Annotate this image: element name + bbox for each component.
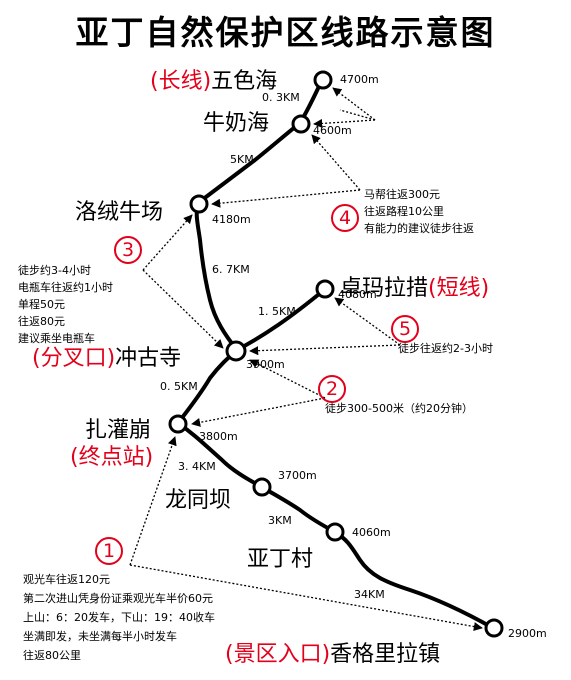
label-chonggu: (分叉口)冲古寺 (32, 346, 182, 371)
note-4-number: 4 (331, 204, 359, 232)
label-zhuoma: 卓玛拉措(短线) (340, 276, 490, 301)
node-xianggelila[interactable] (484, 618, 504, 638)
elev-xianggelila: 2900m (508, 627, 547, 640)
label-longtong: 龙同坝 (165, 488, 232, 513)
note-1-number: 1 (95, 537, 123, 565)
note-5-text: 徒步往返约2-3小时 (398, 342, 493, 355)
dist-yading-xianggelila: 34KM (354, 588, 385, 601)
note-2-text: 徒步300-500米（约20分钟） (325, 402, 473, 415)
note-3-number: 3 (114, 236, 142, 264)
elev-niunai: 4600m (313, 124, 352, 137)
elev-wuse: 4700m (340, 73, 379, 86)
elev-yading: 4060m (352, 526, 391, 539)
map-title: 亚丁自然保护区线路示意图 (75, 13, 496, 52)
label-yading: 亚丁村 (247, 547, 314, 572)
elev-zhaguan: 3800m (199, 430, 238, 443)
note-4-text: 马帮往返300元 往返路程10公里 有能力的建议徒步往返 (364, 188, 474, 235)
label-zhaguan-tag: (终点站) (70, 445, 154, 470)
node-chonggu[interactable] (225, 340, 247, 362)
label-zhaguan: 扎灌崩 (85, 418, 152, 443)
elev-luorong: 4180m (212, 213, 251, 226)
dist-niunai-luorong: 5KM (230, 153, 254, 166)
elev-longtong: 3700m (278, 469, 317, 482)
elev-zhuoma: 4080m (338, 288, 377, 301)
node-yading[interactable] (325, 522, 345, 542)
label-luorong: 洛绒牛场 (75, 200, 164, 225)
label-xianggelila: (景区入口)香格里拉镇 (225, 642, 441, 667)
node-longtong[interactable] (252, 477, 272, 497)
dist-zhuoma-chonggu: 1. 5KM (258, 305, 296, 318)
note-5-number: 5 (391, 315, 419, 343)
node-wuse[interactable] (313, 70, 333, 90)
node-zhaguan[interactable] (168, 414, 188, 434)
dist-longtong-yading: 3KM (268, 514, 292, 527)
dist-luorong-chonggu: 6. 7KM (212, 263, 250, 276)
route-branch-zhuoma (235, 288, 326, 352)
route-line (176, 78, 495, 630)
dist-wuse-niunai: 0. 3KM (262, 91, 300, 104)
note-1-text: 观光车往返120元 第二次进山凭身份证乘观光车半价60元 上山：6：20发车，下… (23, 573, 215, 662)
elev-chonggu: 3900m (246, 358, 285, 371)
pointer-lines (129, 87, 483, 632)
node-luorong[interactable] (189, 194, 209, 214)
dist-zhaguan-longtong: 3. 4KM (178, 460, 216, 473)
label-niunai: 牛奶海 (203, 111, 270, 136)
note-3-text: 徒步约3-4小时 电瓶车往返约1小时 单程50元 往返80元 建议乘坐电瓶车 (18, 264, 113, 345)
node-zhuoma[interactable] (315, 279, 335, 299)
label-wuse: (长线)五色海 (150, 69, 278, 94)
dist-chonggu-zhaguan: 0. 5KM (160, 380, 198, 393)
note-2-number: 2 (318, 375, 346, 403)
node-niunai[interactable] (291, 114, 311, 134)
